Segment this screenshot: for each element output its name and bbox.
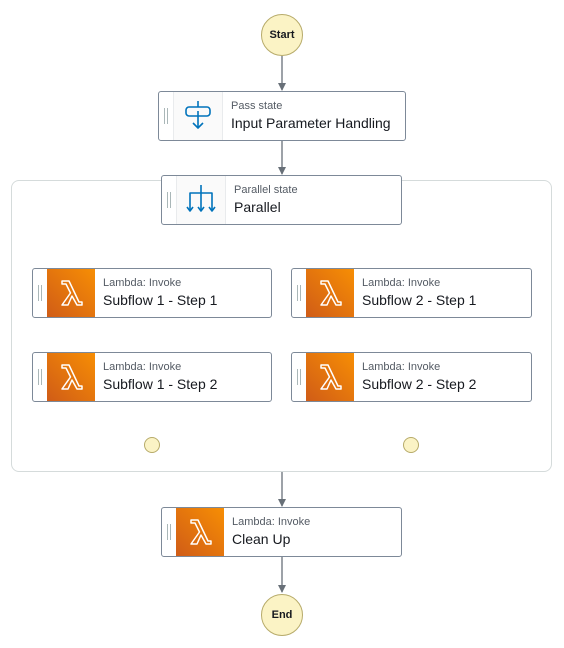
state-name-label: Clean Up: [232, 531, 291, 547]
branch-2-end-node: [403, 437, 419, 453]
drag-handle[interactable]: [292, 269, 306, 317]
state-type-label: Lambda: Invoke: [232, 516, 311, 528]
drag-handle[interactable]: [162, 508, 176, 556]
lambda-icon: [47, 353, 95, 401]
state-clean-up[interactable]: Lambda: Invoke Clean Up: [161, 507, 402, 557]
branch-1-end-node: [144, 437, 160, 453]
state-name-label: Subflow 2 - Step 1: [362, 292, 477, 308]
end-label: End: [271, 609, 293, 621]
drag-handle[interactable]: [33, 269, 47, 317]
state-subflow-1-step-1[interactable]: Lambda: Invoke Subflow 1 - Step 1: [32, 268, 272, 318]
state-type-label: Lambda: Invoke: [103, 361, 182, 373]
state-subflow-2-step-2[interactable]: Lambda: Invoke Subflow 2 - Step 2: [291, 352, 532, 402]
state-parallel[interactable]: Parallel state Parallel: [161, 175, 402, 225]
state-type-label: Lambda: Invoke: [362, 361, 441, 373]
drag-handle[interactable]: [162, 176, 176, 224]
state-type-label: Pass state: [231, 100, 283, 112]
state-type-label: Parallel state: [234, 184, 298, 196]
pass-state-icon: [173, 92, 223, 140]
start-node[interactable]: Start: [261, 14, 303, 56]
drag-handle[interactable]: [159, 92, 173, 140]
state-name-label: Subflow 1 - Step 2: [103, 376, 218, 392]
state-name-label: Input Parameter Handling: [231, 115, 391, 131]
state-subflow-2-step-1[interactable]: Lambda: Invoke Subflow 2 - Step 1: [291, 268, 532, 318]
state-type-label: Lambda: Invoke: [103, 277, 182, 289]
parallel-state-icon: [176, 176, 226, 224]
parallel-branch-container: [11, 180, 552, 472]
drag-handle[interactable]: [292, 353, 306, 401]
lambda-icon: [47, 269, 95, 317]
state-input-parameter-handling[interactable]: Pass state Input Parameter Handling: [158, 91, 406, 141]
state-name-label: Parallel: [234, 199, 281, 215]
lambda-icon: [176, 508, 224, 556]
state-name-label: Subflow 1 - Step 1: [103, 292, 218, 308]
state-name-label: Subflow 2 - Step 2: [362, 376, 477, 392]
state-subflow-1-step-2[interactable]: Lambda: Invoke Subflow 1 - Step 2: [32, 352, 272, 402]
lambda-icon: [306, 269, 354, 317]
end-node[interactable]: End: [261, 594, 303, 636]
lambda-icon: [306, 353, 354, 401]
state-type-label: Lambda: Invoke: [362, 277, 441, 289]
drag-handle[interactable]: [33, 353, 47, 401]
start-label: Start: [269, 29, 295, 41]
